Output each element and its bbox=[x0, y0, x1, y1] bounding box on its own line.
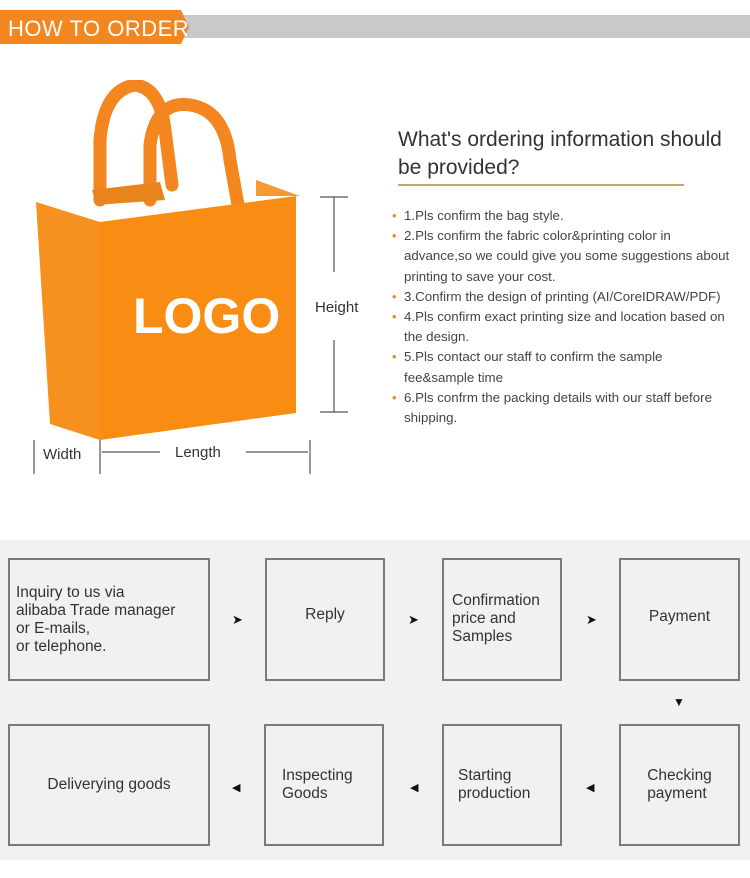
arrow-left-icon: ◀ bbox=[586, 782, 595, 794]
step-reply: Reply bbox=[265, 558, 385, 681]
bullet-icon: • bbox=[392, 389, 397, 405]
bag-top-left bbox=[92, 182, 165, 205]
info-item: •1.Pls confirm the bag style. bbox=[390, 206, 730, 226]
step-production: Starting production bbox=[442, 724, 562, 846]
arrow-right-icon: ➤ bbox=[232, 612, 243, 627]
height-label: Height bbox=[315, 299, 359, 316]
bag-handle-back bbox=[93, 80, 179, 207]
bag-logo-text: LOGO bbox=[133, 288, 280, 344]
step-checking-payment: Checking payment bbox=[619, 724, 740, 846]
bag-illustration: LOGO bbox=[33, 80, 348, 474]
arrow-down-icon: ▼ bbox=[673, 695, 685, 709]
arrow-right-icon: ➤ bbox=[408, 612, 419, 627]
step-confirmation: Confirmation price and Samples bbox=[442, 558, 562, 681]
header-tab bbox=[0, 10, 181, 44]
arrow-left-icon: ◀ bbox=[232, 782, 241, 794]
page-title: HOW TO ORDER bbox=[8, 16, 190, 41]
info-item: •4.Pls confirm exact printing size and l… bbox=[392, 309, 725, 345]
bag-side-panel bbox=[36, 202, 100, 440]
length-label: Length bbox=[175, 444, 221, 461]
step-inquiry: Inquiry to us via alibaba Trade manager … bbox=[8, 558, 210, 681]
step-payment: Payment bbox=[619, 558, 740, 681]
bag-top-right bbox=[256, 180, 300, 196]
info-divider bbox=[398, 184, 684, 186]
bullet-icon: • bbox=[392, 208, 397, 223]
info-title: What's ordering information should be pr… bbox=[398, 128, 722, 179]
info-item: •6.Pls confrm the packing details with o… bbox=[392, 389, 712, 426]
info-item: •3.Confirm the design of printing (AI/Co… bbox=[390, 287, 730, 307]
arrow-right-icon: ➤ bbox=[586, 612, 597, 627]
header-tab-tail bbox=[181, 10, 189, 44]
info-item: •2.Pls confirm the fabric color&printing… bbox=[392, 228, 730, 284]
info-list: •1.Pls confirm the bag style. •2.Pls con… bbox=[390, 206, 730, 428]
bullet-icon: • bbox=[392, 349, 397, 365]
bullet-icon: • bbox=[392, 228, 397, 244]
step-inspecting: Inspecting Goods bbox=[264, 724, 384, 846]
arrow-left-icon: ◀ bbox=[410, 782, 419, 794]
bullet-icon: • bbox=[392, 288, 397, 304]
bag-handle-front bbox=[143, 98, 245, 212]
bullet-icon: • bbox=[392, 309, 397, 325]
bag-front-panel bbox=[100, 196, 296, 440]
info-item: •5.Pls contact our staff to confirm the … bbox=[392, 349, 663, 385]
width-label: Width bbox=[43, 446, 82, 463]
step-delivering: Deliverying goods bbox=[8, 724, 210, 846]
